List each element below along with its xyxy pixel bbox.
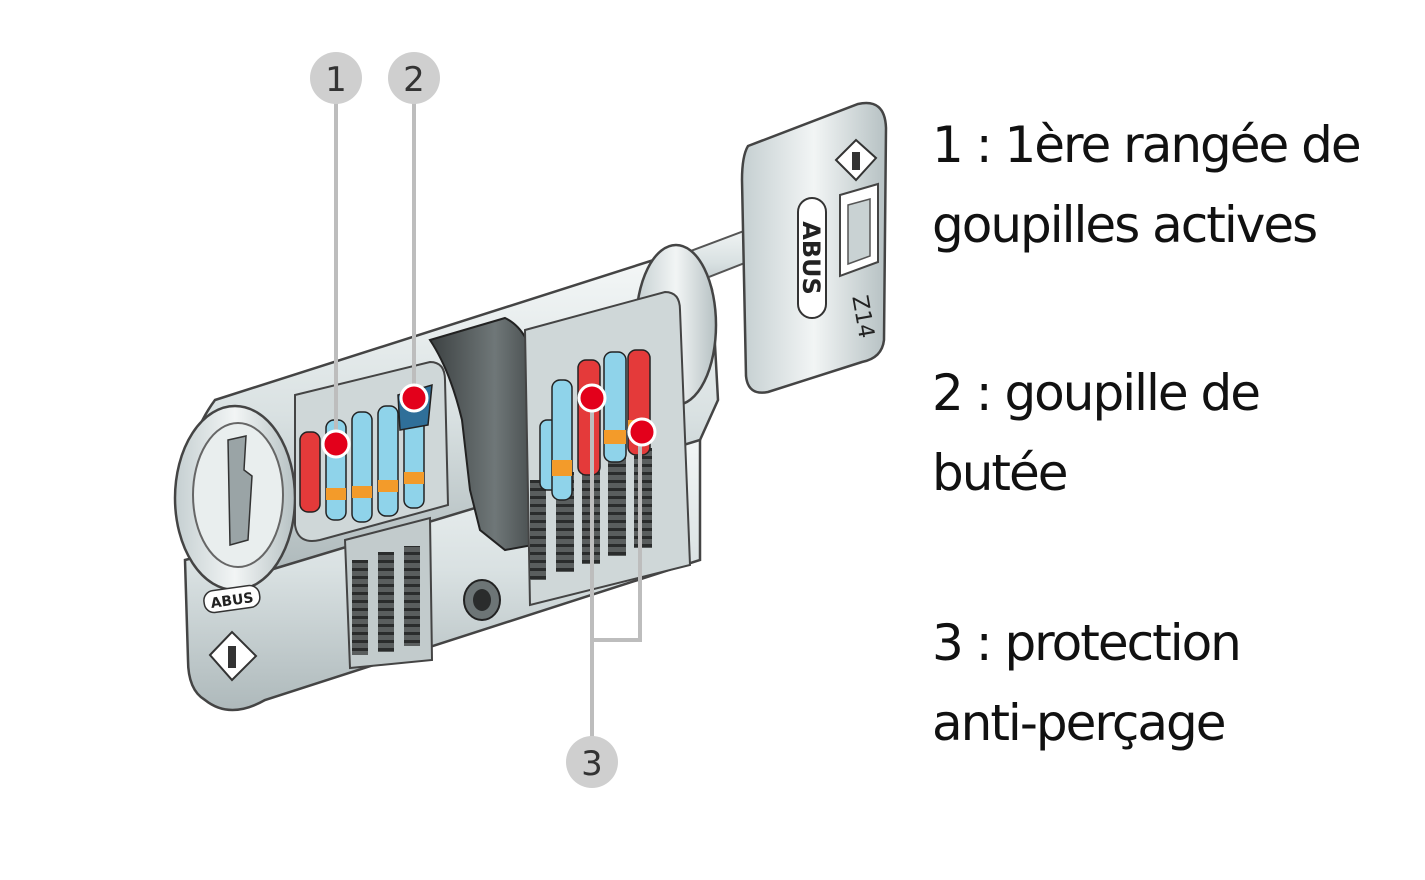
legend-item-1: 1 : 1ère rangée de goupilles actives [932,105,1362,265]
legend-1-line-2: goupilles actives [932,196,1318,254]
callout-1-number: 1 [325,60,347,100]
legend-item-2: 2 : goupille de butée [932,353,1261,513]
marker-dot-3b [627,417,657,447]
legend-3-line-1: 3 : protection [932,614,1242,672]
marker-dot-3a [577,383,607,413]
legend-item-3: 3 : protection anti-perçage [932,603,1242,763]
marker-dot-2 [399,383,429,413]
cylinder-brand-text: ABUS [210,590,255,612]
diamond-logo-icon [208,630,258,682]
callout-3: 3 [566,736,618,788]
cylinder-lock-icon: ABUS [173,243,720,712]
key-brand-text: ABUS [797,221,825,295]
legend-3-line-2: anti-perçage [932,694,1226,752]
key-icon: ABUS Z14 [638,101,888,394]
callout-3-number: 3 [581,744,603,784]
marker-dots [321,383,657,459]
legend-2-line-1: 2 : goupille de [932,364,1261,422]
leader-lines [334,100,642,738]
callout-2-number: 2 [403,60,425,100]
diamond-logo-icon [834,138,878,182]
keyway [227,435,253,546]
legend-2-line-2: butée [932,444,1069,502]
marker-dot-1 [321,429,351,459]
callout-2: 2 [388,52,440,104]
legend-1-line-1: 1 : 1ère rangée de [932,116,1362,174]
callout-1: 1 [310,52,362,104]
